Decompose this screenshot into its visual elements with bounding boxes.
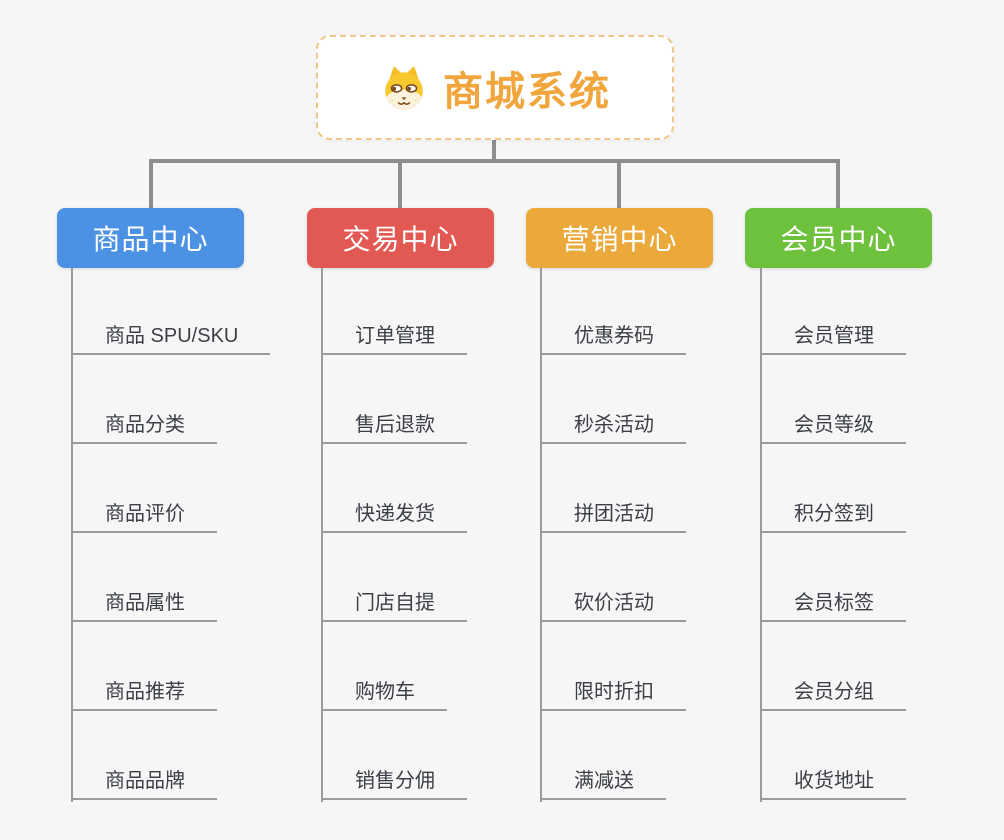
branch-node-trade[interactable]: 交易中心 xyxy=(307,208,494,268)
leaf-node[interactable]: 满减送 xyxy=(540,711,666,800)
leaf-node[interactable]: 秒杀活动 xyxy=(540,355,686,444)
leaf-node[interactable]: 拼团活动 xyxy=(540,444,686,533)
leaf-node[interactable]: 商品评价 xyxy=(71,444,217,533)
leaf-group-products: 商品 SPU/SKU 商品分类 商品评价 商品属性 商品推荐 商品品牌 xyxy=(71,266,271,800)
leaf-node[interactable]: 商品分类 xyxy=(71,355,217,444)
leaf-node[interactable]: 限时折扣 xyxy=(540,622,686,711)
leaf-node[interactable]: 积分签到 xyxy=(760,444,906,533)
connector-stub-members xyxy=(836,159,840,209)
leaf-node[interactable]: 门店自提 xyxy=(321,533,467,622)
connector-trunk-products xyxy=(71,268,73,802)
connector-stub-products xyxy=(149,159,153,209)
branch-node-products[interactable]: 商品中心 xyxy=(57,208,244,268)
leaf-node[interactable]: 优惠券码 xyxy=(540,266,686,355)
leaf-node[interactable]: 订单管理 xyxy=(321,266,467,355)
leaf-node[interactable]: 会员等级 xyxy=(760,355,906,444)
leaf-node[interactable]: 商品属性 xyxy=(71,533,217,622)
leaf-node[interactable]: 购物车 xyxy=(321,622,447,711)
connector-horizontal xyxy=(149,159,840,163)
root-node[interactable]: 商城系统 xyxy=(316,35,674,140)
branch-node-members[interactable]: 会员中心 xyxy=(745,208,932,268)
leaf-node[interactable]: 售后退款 xyxy=(321,355,467,444)
connector-stub-trade xyxy=(398,159,402,209)
branch-node-marketing[interactable]: 营销中心 xyxy=(526,208,713,268)
leaf-node[interactable]: 商品推荐 xyxy=(71,622,217,711)
branch-label: 商品中心 xyxy=(92,224,209,255)
shiba-dog-icon xyxy=(385,65,423,110)
leaf-node[interactable]: 会员标签 xyxy=(760,533,906,622)
leaf-node[interactable]: 商品 SPU/SKU xyxy=(71,266,271,355)
connector-stub-marketing xyxy=(617,159,621,209)
leaf-node[interactable]: 快递发货 xyxy=(321,444,467,533)
connector-trunk-members xyxy=(760,268,762,802)
leaf-node[interactable]: 会员分组 xyxy=(760,622,906,711)
branch-label: 交易中心 xyxy=(342,224,459,255)
branch-label: 营销中心 xyxy=(561,224,678,255)
connector-root-stub xyxy=(492,138,496,161)
root-label: 商城系统 xyxy=(443,69,611,114)
leaf-node[interactable]: 收货地址 xyxy=(760,711,906,800)
leaf-node[interactable]: 销售分佣 xyxy=(321,711,467,800)
leaf-group-trade: 订单管理 售后退款 快递发货 门店自提 购物车 销售分佣 xyxy=(321,266,467,800)
connector-trunk-trade xyxy=(321,268,323,802)
leaf-node[interactable]: 会员管理 xyxy=(760,266,906,355)
leaf-group-marketing: 优惠券码 秒杀活动 拼团活动 砍价活动 限时折扣 满减送 xyxy=(540,266,686,800)
branch-label: 会员中心 xyxy=(780,224,897,255)
connector-trunk-marketing xyxy=(540,268,542,802)
leaf-node[interactable]: 砍价活动 xyxy=(540,533,686,622)
leaf-node[interactable]: 商品品牌 xyxy=(71,711,217,800)
leaf-group-members: 会员管理 会员等级 积分签到 会员标签 会员分组 收货地址 xyxy=(760,266,906,800)
